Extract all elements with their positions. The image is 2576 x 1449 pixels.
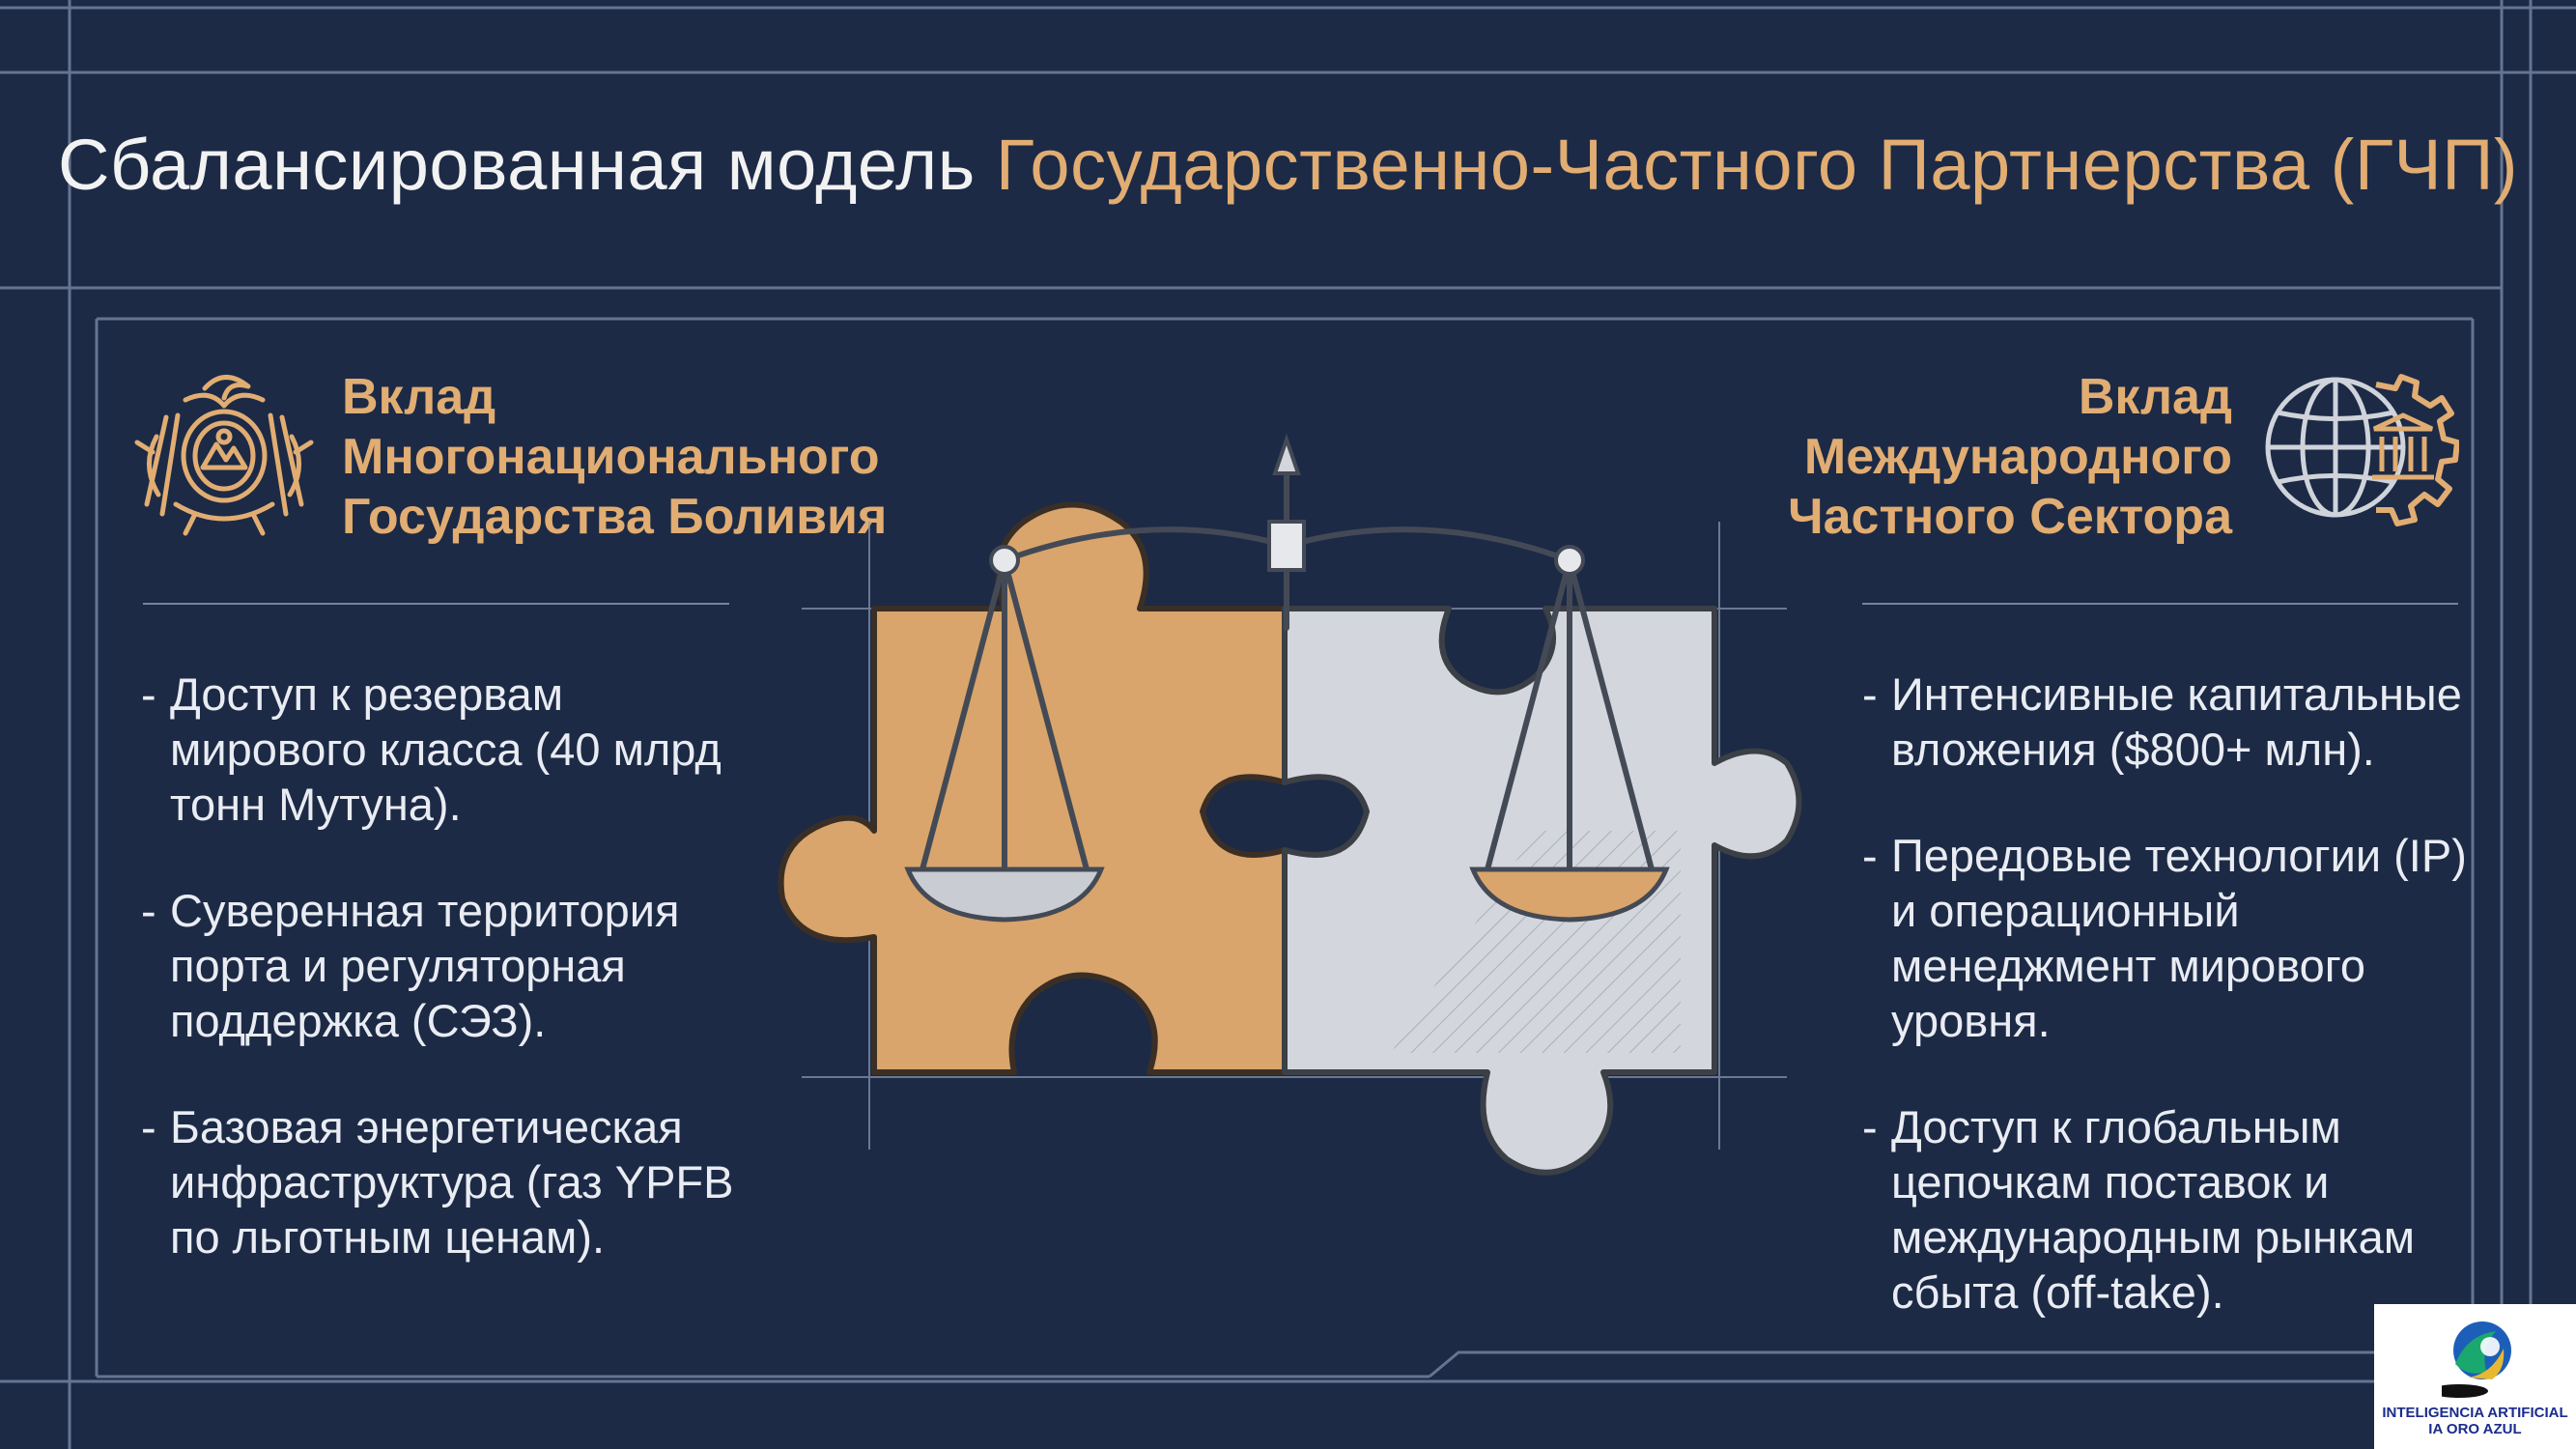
list-item: Интенсивные капитальные вложения ($800+ … [1862, 667, 2490, 777]
page-title: Сбалансированная модель Государственно-Ч… [0, 124, 2576, 206]
title-part-2-accent: Государственно-Частного Партнерства (ГЧП… [995, 125, 2519, 205]
list-item: Доступ к резервам мирового класса (40 мл… [141, 667, 740, 832]
puzzle-scales-icon [778, 433, 1802, 1176]
left-heading: Вклад Многонационального Государства Бол… [342, 367, 887, 547]
list-item: Суверенная территория порта и регуляторн… [141, 883, 740, 1048]
bolivia-coat-of-arms-icon [134, 375, 314, 536]
left-bullet-list: Доступ к резервам мирового класса (40 мл… [141, 667, 740, 1316]
right-heading: Вклад Международного Частного Сектора [1788, 367, 2232, 547]
title-part-1: Сбалансированная модель [57, 125, 996, 205]
right-heading-line-3: Частного Сектора [1788, 489, 2232, 545]
left-heading-line-2: Многонационального [342, 429, 880, 485]
logo-swirl-icon [2442, 1321, 2511, 1398]
logo-text-line-2: IA ORO AZUL [2428, 1421, 2522, 1437]
right-bullet-list: Интенсивные капитальные вложения ($800+ … [1862, 667, 2490, 1371]
logo-text-line-1: INTELIGENCIA ARTIFICIAL [2382, 1405, 2568, 1421]
list-item: Доступ к глобальным цепочкам поставок и … [1862, 1099, 2490, 1320]
list-item: Базовая энергетическая инфраструктура (г… [141, 1099, 740, 1264]
left-heading-line-3: Государства Боливия [342, 489, 888, 545]
gold-puzzle-piece [778, 501, 1288, 1075]
left-heading-line-1: Вклад [342, 369, 496, 425]
list-item: Передовые технологии (IP) и операционный… [1862, 828, 2490, 1048]
ia-oro-azul-logo: INTELIGENCIA ARTIFICIAL IA ORO AZUL [2374, 1304, 2576, 1449]
right-heading-line-1: Вклад [2078, 369, 2232, 425]
right-heading-line-2: Международного [1803, 429, 2232, 485]
globe-gear-icon [2265, 374, 2459, 526]
